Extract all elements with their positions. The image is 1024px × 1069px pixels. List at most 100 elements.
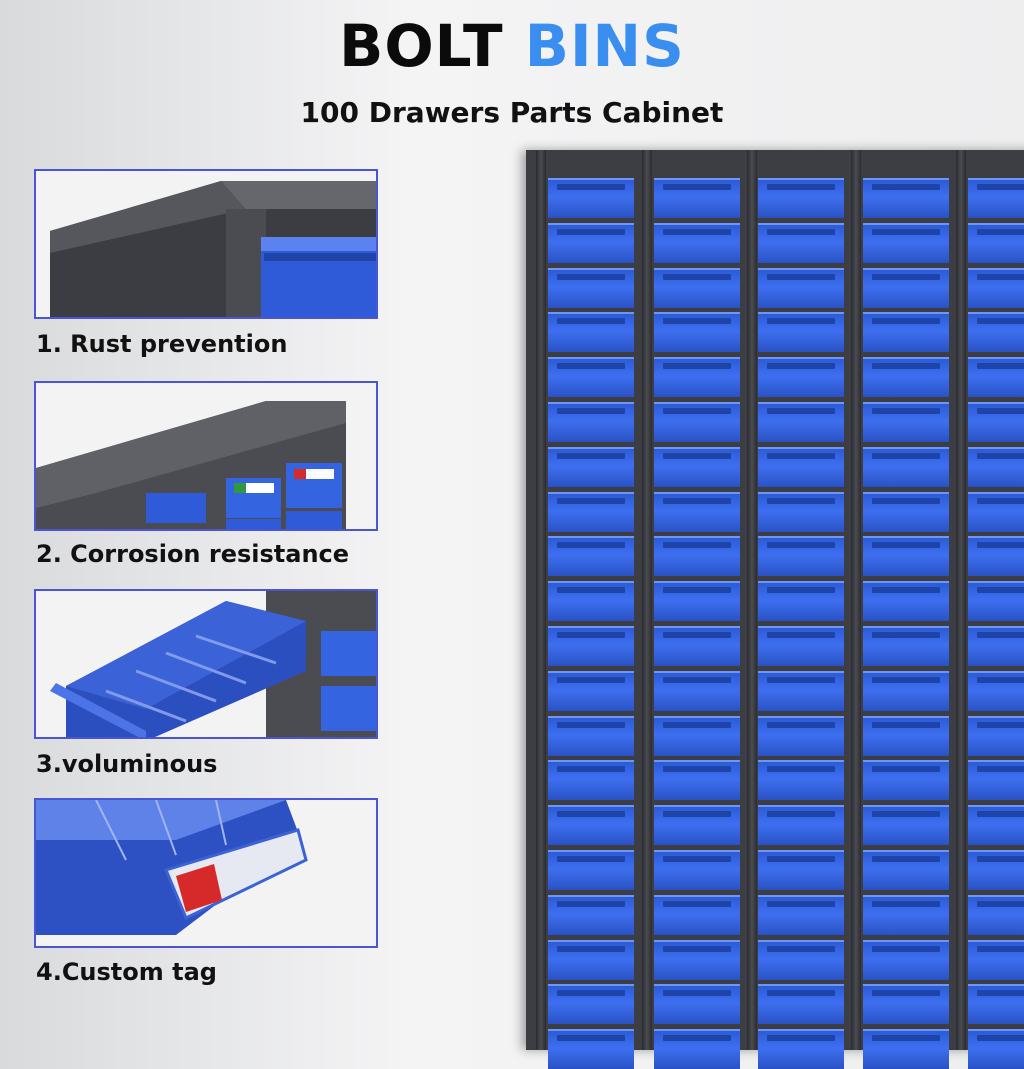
drawer-tag-illustration — [36, 800, 376, 946]
cabinet-drawer — [758, 446, 844, 487]
cabinet-drawer — [968, 715, 1024, 756]
cabinet-drawer — [654, 536, 740, 577]
cabinet-drawer — [654, 491, 740, 532]
cabinet-drawer — [863, 1029, 949, 1069]
cabinet-drawer — [968, 178, 1024, 218]
cabinet-drawer — [758, 715, 844, 756]
cabinet-column-divider — [642, 150, 652, 1050]
cabinet-drawer — [548, 670, 634, 711]
cabinet-drawer — [758, 222, 844, 263]
cabinet-drawer — [968, 446, 1024, 487]
feature-image-rust-prevention — [34, 169, 378, 319]
cabinet-drawer — [654, 715, 740, 756]
cabinet-drawer — [863, 984, 949, 1025]
cabinet-drawer — [548, 984, 634, 1025]
cabinet-drawer — [968, 402, 1024, 442]
cabinet-drawer — [654, 222, 740, 263]
cabinet-drawer — [863, 850, 949, 890]
title-word-bolt: BOLT — [339, 12, 504, 80]
cabinet-drawer — [968, 1029, 1024, 1069]
cabinet-column-divider — [747, 150, 757, 1050]
cabinet-drawer — [758, 402, 844, 442]
cabinet-drawer — [863, 581, 949, 622]
cabinet-drawer — [758, 536, 844, 577]
cabinet-drawer — [863, 178, 949, 218]
cabinet-drawer — [863, 536, 949, 577]
cabinet-drawer — [548, 312, 634, 353]
cabinet-drawer — [863, 222, 949, 263]
cabinet-drawer — [654, 402, 740, 442]
cabinet-drawer — [758, 939, 844, 980]
cabinet-drawer — [758, 178, 844, 218]
cabinet-drawer — [863, 715, 949, 756]
cabinet-drawer — [548, 805, 634, 846]
cabinet-drawer — [758, 267, 844, 308]
cabinet-drawer — [548, 222, 634, 263]
cabinet-drawer — [654, 1029, 740, 1069]
cabinet-drawer — [548, 267, 634, 308]
cabinet-drawer — [968, 222, 1024, 263]
cabinet-drawer — [863, 312, 949, 353]
cabinet-drawer — [548, 446, 634, 487]
cabinet-column-divider — [956, 150, 966, 1050]
cabinet-drawer — [548, 850, 634, 890]
cabinet-drawer — [548, 760, 634, 801]
cabinet-drawer — [863, 446, 949, 487]
cabinet-drawer — [758, 491, 844, 532]
cabinet-top-illustration — [36, 383, 376, 529]
feature-image-custom-tag — [34, 798, 378, 948]
cabinet-drawer — [968, 850, 1024, 890]
cabinet-drawer — [548, 1029, 634, 1069]
cabinet-drawer — [654, 267, 740, 308]
cabinet-drawer — [968, 894, 1024, 935]
cabinet-drawer — [654, 178, 740, 218]
cabinet-drawer — [968, 581, 1024, 622]
cabinet-drawer — [654, 939, 740, 980]
cabinet-drawer — [863, 491, 949, 532]
cabinet-drawer — [968, 626, 1024, 666]
cabinet-drawer — [654, 850, 740, 890]
open-drawer-illustration — [36, 591, 376, 737]
cabinet-drawer — [968, 491, 1024, 532]
cabinet-drawer — [654, 760, 740, 801]
feature-image-corrosion-resistance — [34, 381, 378, 531]
cabinet-drawer — [548, 536, 634, 577]
feature-image-voluminous — [34, 589, 378, 739]
cabinet-drawer — [758, 850, 844, 890]
cabinet-drawer — [654, 312, 740, 353]
cabinet-drawer — [758, 984, 844, 1025]
cabinet-drawer — [863, 402, 949, 442]
title-word-bins: BINS — [524, 12, 685, 80]
cabinet-drawer — [758, 1029, 844, 1069]
cabinet-drawer — [758, 357, 844, 398]
cabinet-drawer — [758, 894, 844, 935]
cabinet-drawer — [548, 178, 634, 218]
cabinet-drawer — [968, 805, 1024, 846]
cabinet-drawer — [654, 581, 740, 622]
cabinet-drawer — [654, 984, 740, 1025]
cabinet-drawer — [758, 312, 844, 353]
cabinet-drawer — [863, 894, 949, 935]
cabinet-drawer — [654, 805, 740, 846]
cabinet-drawer — [654, 626, 740, 666]
cabinet-drawer — [758, 760, 844, 801]
feature-label-corrosion-resistance: 2. Corrosion resistance — [36, 540, 350, 568]
cabinet-drawer — [758, 581, 844, 622]
cabinet-drawer — [968, 670, 1024, 711]
cabinet-drawer — [968, 357, 1024, 398]
cabinet-drawer — [968, 267, 1024, 308]
cabinet-drawer — [863, 805, 949, 846]
cabinet-drawer — [968, 939, 1024, 980]
feature-label-voluminous: 3.voluminous — [36, 750, 218, 778]
cabinet-drawer — [968, 312, 1024, 353]
cabinet-drawer — [758, 805, 844, 846]
cabinet-column-divider — [851, 150, 861, 1050]
cabinet-drawer — [654, 670, 740, 711]
cabinet-drawer — [863, 939, 949, 980]
cabinet-drawer — [863, 670, 949, 711]
brand-title: BOLT BINS — [0, 14, 1024, 78]
cabinet-drawer — [863, 760, 949, 801]
cabinet-drawer — [654, 446, 740, 487]
cabinet-drawer — [548, 715, 634, 756]
feature-label-custom-tag: 4.Custom tag — [36, 958, 217, 986]
